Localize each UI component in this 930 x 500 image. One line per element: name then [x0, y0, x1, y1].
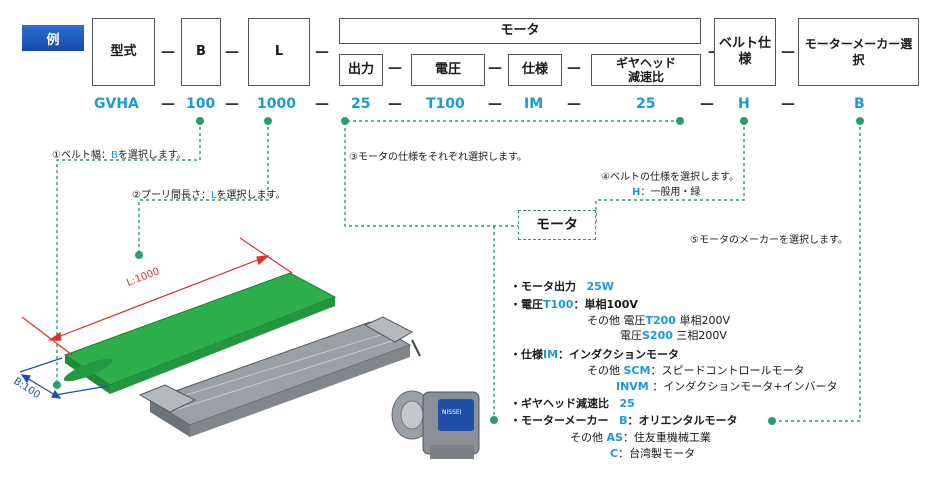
code-spec: IM: [524, 96, 544, 112]
code-belt: H: [738, 96, 750, 112]
motor-unit: [391, 390, 480, 459]
gear-ratio-label-1: ギヤヘッド: [615, 56, 676, 70]
output-box-label: 出力: [347, 62, 374, 77]
motor-label-text: モータ: [536, 217, 578, 233]
separator-dash: —: [225, 44, 239, 60]
code-separator: —: [567, 96, 581, 112]
output-box: 出力: [339, 54, 383, 86]
gear-ratio-box: ギヤヘッド減速比: [591, 54, 701, 86]
code-separator: —: [315, 96, 329, 112]
l-box: L: [248, 18, 310, 86]
code-model: GVHA: [94, 96, 139, 112]
spec-maker: ・モーターメーカー B：オリエンタルモータ: [510, 414, 738, 427]
width-dimension: [19, 357, 109, 399]
b-box-label: B: [196, 44, 206, 59]
belt-spec-label-1: ベルト仕: [718, 36, 771, 51]
code-separator: —: [781, 96, 795, 112]
gear-ratio-label-2: 減速比: [627, 70, 664, 84]
voltage-box-label: 電圧: [434, 62, 461, 77]
code-b: 100: [186, 96, 216, 112]
spec-voltage: ・電圧T100：単相100V: [510, 298, 638, 311]
note-motor-spec: ③モータの仕様をそれぞれ選択します。: [349, 152, 527, 163]
spec-gear-ratio: ・ギヤヘッド減速比 25: [510, 397, 635, 410]
code-separator: —: [488, 96, 502, 112]
code-l: 1000: [257, 96, 296, 112]
code-voltage: T100: [426, 96, 465, 112]
spec-type: ・仕様IM：インダクションモータ: [510, 348, 680, 361]
code-maker: B: [854, 96, 865, 112]
leader-dots: [53, 117, 864, 425]
model-box: 型式: [92, 18, 155, 86]
model-box-label: 型式: [110, 44, 137, 59]
spec-voltage-other-2: 電圧S200 三相200V: [620, 329, 727, 342]
spec-output: ・モータ出力 25W: [510, 280, 614, 293]
separator-dash: —: [315, 44, 329, 60]
motor-logo: NISSEI: [442, 409, 462, 416]
note-pulley-length: ②プーリ間長さ：Lを選択します。: [132, 190, 286, 201]
conveyor-frame: [138, 316, 421, 437]
spec-type-other-1: その他 SCM：スピードコントロールモータ: [587, 364, 805, 377]
maker-box: モーターメーカー選択: [798, 18, 919, 86]
spec-maker-other-1: その他 AS：住友重機械工業: [570, 431, 711, 444]
length-dimension: [21, 237, 293, 356]
example-badge: 例: [22, 25, 84, 51]
spec-box-label: 仕様: [521, 62, 548, 77]
separator-dash: —: [488, 60, 502, 76]
note-motor-maker: ⑤モータのメーカーを選択します。: [690, 235, 848, 246]
separator-dash: —: [781, 44, 795, 60]
separator-dash: —: [567, 60, 581, 76]
separator-dash: —: [388, 60, 402, 76]
note-belt-spec-sub: H：一般用・緑: [632, 187, 701, 198]
code-gear: 25: [636, 96, 656, 112]
voltage-box: 電圧: [411, 54, 485, 86]
spec-type-other-2: INVM ：インダクションモータ+インバータ: [616, 380, 838, 393]
l-box-label: L: [274, 44, 284, 59]
note-belt-width: ①ベルト幅：Bを選択します。: [52, 150, 187, 161]
maker-box-label: モーターメーカー選択: [804, 37, 913, 67]
note-belt-spec: ④ベルトの仕様を選択します。: [601, 172, 739, 183]
leader-lines: [56, 120, 861, 422]
spec-maker-other-2: C：台湾製モータ: [610, 447, 696, 460]
motor-group-label: モータ: [500, 23, 540, 38]
code-separator: —: [700, 96, 714, 112]
code-separator: —: [161, 96, 175, 112]
code-output: 25: [351, 96, 371, 112]
motor-label-box: モータ: [518, 210, 596, 240]
spec-box: 仕様: [508, 54, 562, 86]
belt-spec-label-2: 様: [738, 52, 752, 67]
code-separator: —: [225, 96, 239, 112]
spec-voltage-other-1: その他 電圧T200 単相200V: [587, 314, 730, 327]
belt-spec-box: ベルト仕様: [714, 18, 776, 86]
separator-dash: —: [161, 44, 175, 60]
motor-group-box: モータ: [339, 18, 701, 44]
green-belt: [63, 272, 337, 394]
code-separator: —: [388, 96, 402, 112]
b-box: B: [181, 18, 221, 86]
